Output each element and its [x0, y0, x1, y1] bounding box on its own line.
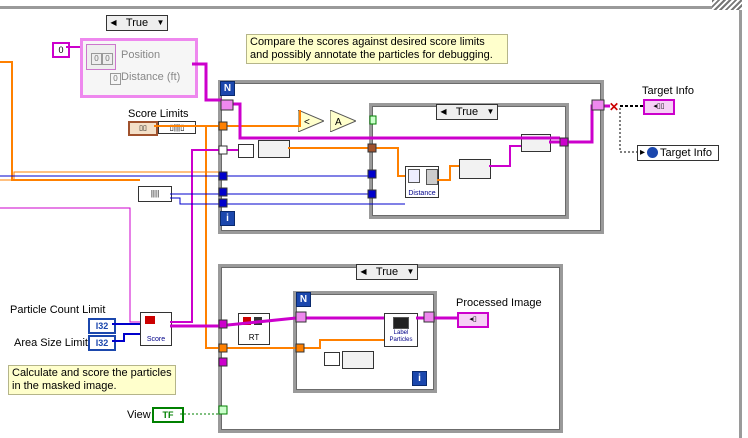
distance-node-label: Distance [408, 190, 436, 197]
view-label: View [127, 409, 151, 421]
target-info-out-label: Target Info [642, 85, 694, 97]
unbundle-node-b[interactable]: |||| [138, 186, 172, 202]
comment-bottom-text: Calculate and score the particles in the… [12, 367, 172, 392]
loop-iteration-terminal: i [220, 211, 235, 226]
bundle-node-b[interactable] [521, 134, 551, 152]
particle-count-limit-label: Particle Count Limit [10, 304, 106, 316]
target-info-indicator[interactable]: ◂▯▯ [643, 99, 675, 115]
less-than-node[interactable]: < [297, 109, 326, 133]
index-array-node[interactable] [258, 140, 290, 158]
rt-node-label: RT [248, 333, 260, 342]
decrement-arrow-icon[interactable]: ◀ [360, 267, 367, 276]
label-particles-label: Label Particles [389, 330, 413, 343]
distance-label: Distance (ft) [121, 71, 181, 83]
loop-count-terminal: N [220, 81, 235, 96]
particle-count-limit-control[interactable]: I32 [88, 318, 116, 334]
decrement-arrow-icon[interactable]: ◀ [110, 18, 117, 27]
index-array-node-bottom[interactable] [342, 351, 374, 369]
case-selector-value: True [455, 106, 479, 118]
score-node-label: Score [146, 336, 166, 343]
position-y: 0 [102, 53, 113, 65]
comment-top: Compare the scores against desired score… [246, 34, 508, 64]
target-info-local-label: Target Info [660, 147, 712, 159]
bundle-node-a[interactable] [459, 159, 491, 179]
svg-text:A: A [335, 117, 342, 128]
bundle-node-bottom[interactable] [324, 352, 340, 366]
label-particles-node[interactable]: Label Particles [384, 313, 418, 347]
case-selector-value: True [125, 17, 149, 29]
processed-image-indicator[interactable]: ◂▯ [457, 312, 489, 328]
case-selector-inner[interactable]: ◀ True ▼ [436, 104, 498, 120]
processed-image-label: Processed Image [456, 297, 542, 309]
outer-case-frame [0, 0, 740, 9]
numeric-constant[interactable]: 0 [52, 42, 70, 58]
and-node[interactable]: A [329, 109, 358, 133]
case-selector-bottom[interactable]: ◀ True ▼ [356, 264, 418, 280]
loop-count-terminal-bottom: N [296, 292, 311, 307]
dropdown-arrow-icon[interactable]: ▼ [156, 18, 165, 27]
wire-orange-2 [0, 171, 220, 181]
comment-top-text: Compare the scores against desired score… [250, 36, 493, 61]
distance-value: 0 [110, 73, 121, 85]
broken-wire-icon: ✕ [609, 100, 620, 114]
cluster-constant[interactable]: 0 0 Position 0 Distance (ft) [80, 38, 198, 98]
area-size-limit-control[interactable]: I32 [88, 335, 116, 351]
numeric-constant-value: 0 [58, 45, 64, 55]
position-x: 0 [91, 53, 102, 65]
outer-case-frame-right [739, 0, 748, 438]
build-cluster-node[interactable] [238, 144, 254, 158]
case-selector-outer[interactable]: ◀ True ▼ [106, 15, 168, 31]
target-info-local-variable[interactable]: ▸ Target Info [637, 145, 719, 161]
loop-iteration-terminal-bottom: i [412, 371, 427, 386]
globe-icon [647, 147, 658, 158]
score-node[interactable]: Score [140, 312, 172, 346]
svg-text:<: < [304, 117, 310, 128]
case-selector-value: True [375, 266, 399, 278]
dropdown-arrow-icon[interactable]: ▼ [486, 107, 495, 116]
area-size-limit-label: Area Size Limit [14, 337, 88, 349]
unbundle-node[interactable]: ▯|||▯ [158, 121, 196, 134]
score-limits-control[interactable]: ▯▯ [128, 121, 158, 136]
position-label: Position [121, 49, 161, 61]
rt-node[interactable]: RT [238, 313, 270, 345]
comment-bottom: Calculate and score the particles in the… [8, 365, 176, 395]
dropdown-arrow-icon[interactable]: ▼ [406, 267, 415, 276]
distance-node[interactable]: Distance [405, 166, 439, 198]
wire-blue-5 [112, 333, 140, 342]
corner-hatch [712, 0, 742, 10]
decrement-arrow-icon[interactable]: ◀ [440, 107, 447, 116]
view-control[interactable]: TF [152, 407, 184, 423]
score-limits-label: Score Limits [128, 108, 189, 120]
wire-target-local [619, 108, 637, 153]
